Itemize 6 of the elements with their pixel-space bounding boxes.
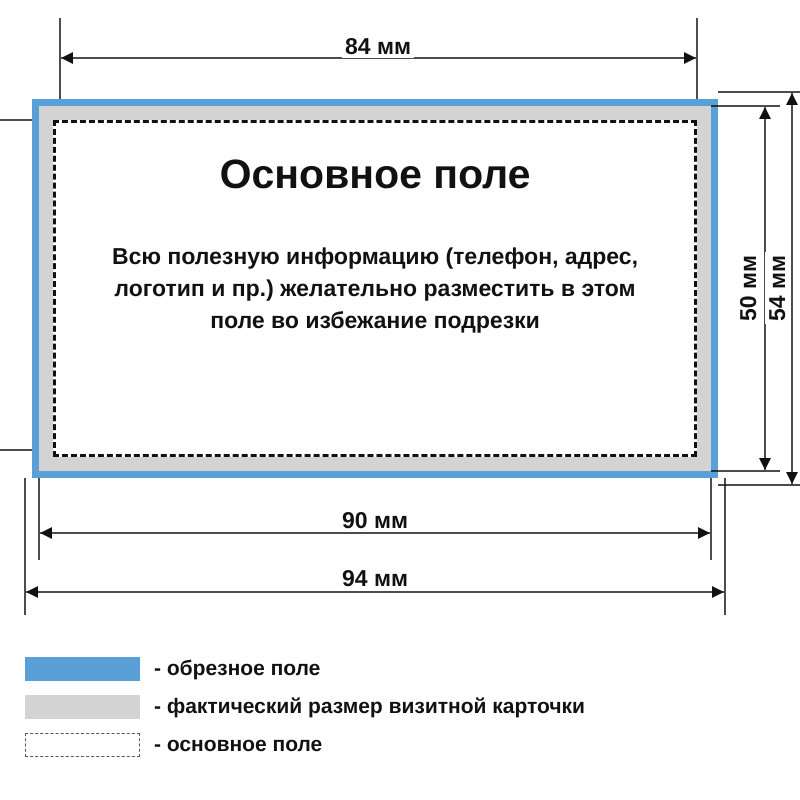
legend-text: - обрезное поле	[154, 657, 320, 681]
legend-text: - фактический размер визитной карточки	[154, 695, 585, 719]
heading: Основное поле	[220, 151, 530, 198]
main-field-box	[53, 120, 697, 457]
note-text: Всю полезную информацию (телефон, адрес, логотип и пр.) желательно разместить в этом поле во избежание подрезки	[111, 242, 639, 335]
legend-text: - основное поле	[154, 733, 322, 757]
